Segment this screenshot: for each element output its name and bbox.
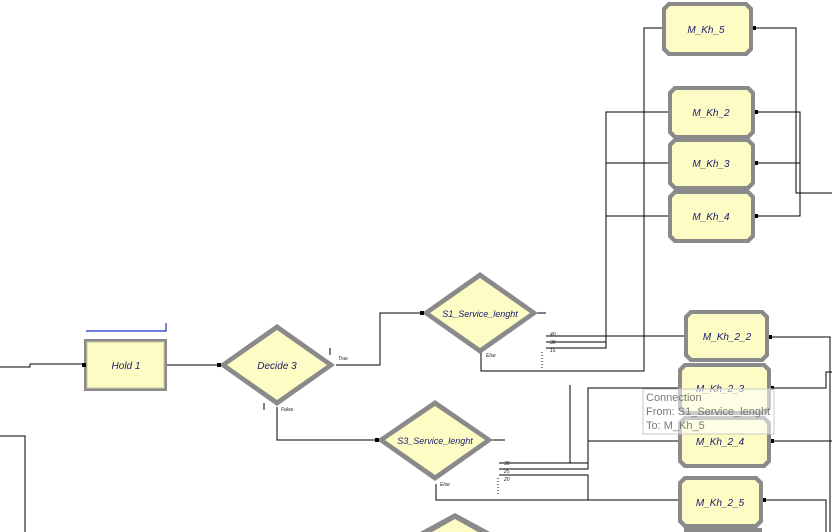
s1-service-decide-module[interactable]: S1_Service_lenght 40 30 15 Else	[420, 272, 556, 359]
s3-percent-2: 25	[503, 469, 510, 475]
connector-mkh5-exit[interactable]	[752, 27, 832, 194]
connector-entry-hold1[interactable]	[0, 363, 84, 368]
connector-offscreen-left[interactable]	[0, 435, 26, 532]
s1-percent-1: 40	[550, 332, 556, 338]
connector-mkh22-exit[interactable]	[768, 336, 831, 532]
s3-else-label: Else	[440, 482, 450, 488]
s3-service-decide-module[interactable]: S3_Service_lenght 30 25 20 Else	[375, 400, 510, 488]
connector-s3-else[interactable]	[435, 484, 678, 501]
false-branch-label: False	[281, 407, 293, 413]
true-branch-label: True	[338, 356, 348, 362]
hold-queue-line	[86, 323, 167, 332]
tooltip-from: From: S1_Service_lenght	[646, 406, 770, 418]
m-kh-2-2-label: M_Kh_2_2	[703, 332, 752, 343]
s1-else-label: Else	[486, 353, 496, 359]
s1-percent-2: 30	[550, 340, 556, 346]
connector-mkh2-mkh4-exit[interactable]	[755, 111, 801, 217]
m-kh-4-label: M_Kh_4	[692, 212, 730, 223]
connector-mkh23-exit[interactable]	[770, 371, 832, 389]
m-kh-3-label: M_Kh_3	[692, 159, 730, 170]
s1-percent-3: 15	[550, 348, 556, 354]
tooltip-title: Connection	[646, 392, 702, 404]
hold-1-label: Hold 1	[112, 361, 141, 372]
m-kh-2-5-label: M_Kh_2_5	[696, 498, 745, 509]
offscreen-decide-module[interactable]	[420, 513, 490, 532]
connector-s3-mkh25[interactable]	[499, 474, 678, 501]
hold-1-module[interactable]: Hold 1	[82, 323, 167, 391]
connector-decide3-false-s3[interactable]	[276, 407, 379, 441]
s3-percent-3: 20	[503, 477, 510, 483]
connector-s1-mkh4[interactable]	[546, 215, 668, 349]
decide-3-module[interactable]: Decide 3 True False	[217, 324, 348, 413]
offscreen-module[interactable]	[684, 528, 762, 532]
s3-service-label: S3_Service_lenght	[397, 436, 473, 446]
connector-s1-else-mkh5[interactable]	[480, 27, 662, 372]
connection-tooltip: Connection From: S1_Service_lenght To: M…	[642, 388, 775, 435]
connections	[0, 27, 832, 532]
connector-s3-extra[interactable]	[499, 385, 571, 464]
m-kh-2-2-module[interactable]: M_Kh_2_2	[684, 310, 772, 362]
s3-percent-1: 30	[504, 461, 510, 467]
m-kh-2-module[interactable]: M_Kh_2	[668, 86, 758, 139]
connector-decide3-true-s1[interactable]	[336, 312, 424, 366]
connector-s1-mkh2[interactable]	[546, 111, 668, 337]
m-kh-4-module[interactable]: M_Kh_4	[668, 190, 758, 243]
m-kh-2-5-module[interactable]: M_Kh_2_5	[678, 476, 766, 528]
connector-s1-mkh3[interactable]	[546, 162, 668, 343]
tooltip-to: To: M_Kh_5	[646, 420, 705, 432]
connector-s3-mkh24[interactable]	[499, 440, 678, 470]
connector-mkh25-exit[interactable]	[762, 499, 827, 532]
s1-service-label: S1_Service_lenght	[442, 309, 518, 319]
m-kh-5-label: M_Kh_5	[687, 25, 725, 36]
m-kh-5-module[interactable]: M_Kh_5	[662, 2, 756, 56]
m-kh-3-module[interactable]: M_Kh_3	[668, 138, 758, 190]
m-kh-2-4-label: M_Kh_2_4	[696, 437, 745, 448]
m-kh-2-label: M_Kh_2	[692, 108, 730, 119]
decide-3-label: Decide 3	[257, 361, 297, 372]
